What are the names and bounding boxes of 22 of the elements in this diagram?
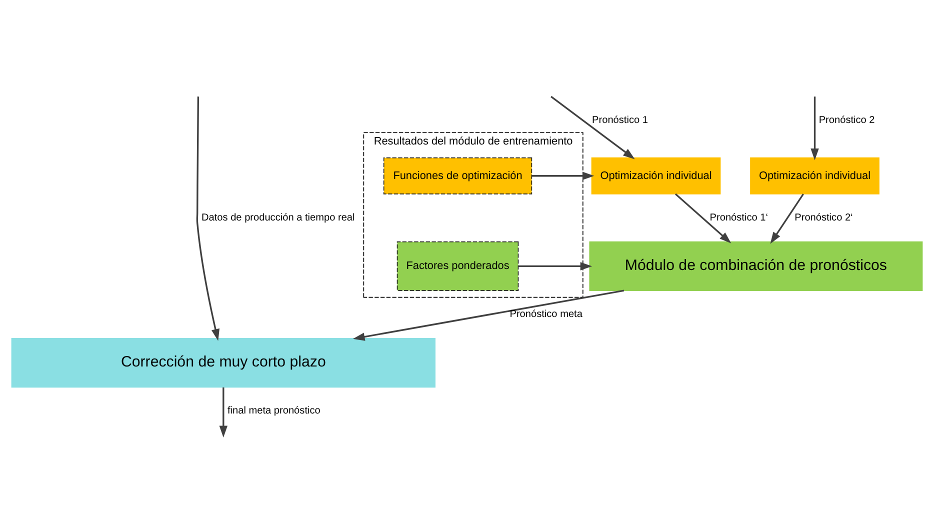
arrow: [219, 387, 228, 438]
arrow: [518, 262, 592, 270]
node-box: Optimización individual: [591, 157, 721, 194]
edge-label: Pronóstico 2: [818, 115, 875, 126]
arrow: [532, 172, 594, 180]
edge-label: Pronóstico 1: [592, 115, 648, 126]
edge-label: Pronóstico 1‘: [710, 212, 768, 224]
edge-label: Datos de producción a tiempo real: [201, 212, 355, 224]
arrow: [770, 194, 804, 244]
edge-label: Pronóstico 2‘: [794, 212, 853, 224]
node-box: Factores ponderados: [396, 241, 519, 291]
arrow: [810, 96, 819, 160]
node-box: Módulo de combinación de pronósticos: [589, 241, 923, 291]
arrow: [352, 290, 624, 341]
edge-label: Pronóstico meta: [510, 309, 582, 320]
edge-label: final meta pronóstico: [227, 406, 320, 417]
node-box: Optimización individual: [750, 157, 880, 194]
arrow: [674, 193, 732, 244]
arrow: [196, 96, 220, 341]
node-box: Corrección de muy corto plazo: [11, 338, 436, 388]
arrow: [550, 96, 635, 160]
node-box: Funciones de optimización: [383, 157, 532, 194]
